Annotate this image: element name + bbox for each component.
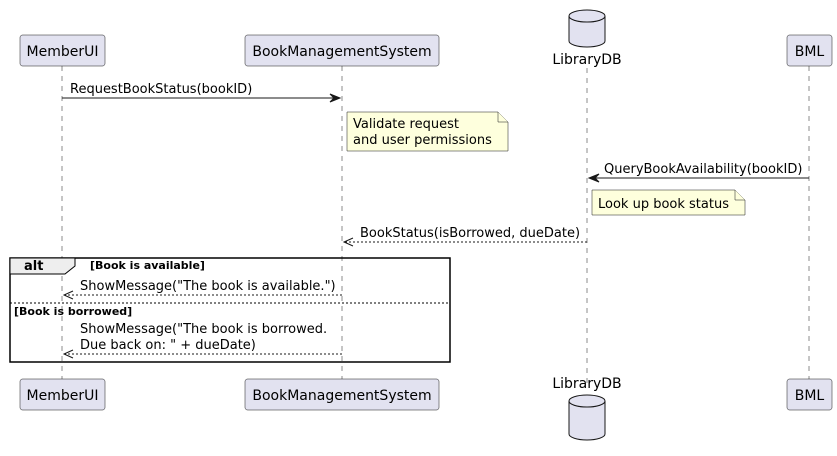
participant-bml-bottom: BML	[786, 378, 833, 411]
participant-label: BML	[795, 44, 825, 60]
database-icon	[568, 9, 606, 48]
message-show-borrowed: ShowMessage("The book is borrowed. Due b…	[62, 322, 342, 359]
participant-member-ui-top: MemberUI	[19, 34, 106, 67]
note-line: and user permissions	[353, 133, 492, 148]
message-book-status: BookStatus(isBorrowed, dueDate)	[342, 226, 587, 247]
participant-label: MemberUI	[27, 44, 99, 60]
note-validate: Validate request and user permissions	[346, 111, 509, 152]
arrow-left-icon	[342, 237, 354, 247]
message-label-line: ShowMessage("The book is borrowed.	[80, 322, 327, 337]
message-label-line: Due back on: " + dueDate)	[80, 338, 256, 353]
alt-guard-borrowed: [Book is borrowed]	[14, 305, 132, 318]
note-line: Look up book status	[598, 197, 729, 212]
database-icon	[568, 394, 606, 441]
participant-book-system-top: BookManagementSystem	[244, 34, 440, 67]
participant-book-system-bottom: BookManagementSystem	[244, 378, 440, 411]
participant-label: BookManagementSystem	[252, 388, 431, 404]
arrow-left-icon	[62, 290, 74, 300]
arrow-left-icon	[62, 349, 74, 359]
alt-guard-available: [Book is available]	[90, 259, 205, 272]
participant-bml-top: BML	[786, 34, 833, 67]
message-label: ShowMessage("The book is available.")	[80, 279, 336, 294]
note-lookup: Look up book status	[591, 189, 746, 216]
participant-label: LibraryDB	[552, 52, 621, 68]
message-label: BookStatus(isBorrowed, dueDate)	[360, 226, 580, 241]
participant-label: BML	[795, 388, 825, 404]
participant-library-db-bottom: LibraryDB	[552, 376, 622, 441]
message-query-availability: QueryBookAvailability(bookID)	[587, 162, 809, 183]
message-label: QueryBookAvailability(bookID)	[604, 162, 802, 177]
message-show-available: ShowMessage("The book is available.")	[62, 279, 342, 300]
participant-label: BookManagementSystem	[252, 44, 431, 60]
alt-frame-title: alt	[24, 259, 43, 274]
participant-library-db-top: LibraryDB	[552, 9, 622, 68]
arrow-left-icon	[587, 173, 600, 183]
arrow-right-icon	[329, 93, 342, 103]
participant-label: LibraryDB	[552, 376, 621, 392]
participant-label: MemberUI	[27, 388, 99, 404]
message-request-book-status: RequestBookStatus(bookID)	[62, 82, 342, 103]
participant-member-ui-bottom: MemberUI	[19, 378, 106, 411]
alt-frame: alt [Book is available] [Book is borrowe…	[9, 257, 451, 363]
message-label: RequestBookStatus(bookID)	[70, 82, 252, 97]
note-line: Validate request	[353, 117, 459, 132]
